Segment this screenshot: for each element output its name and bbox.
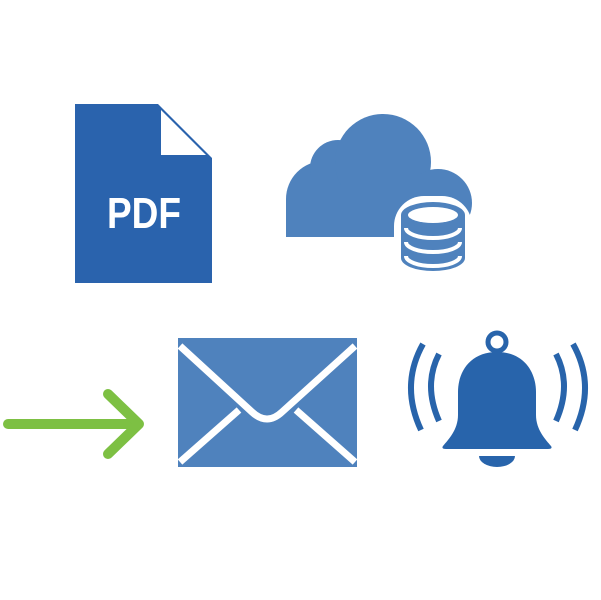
cloud-storage-icon bbox=[286, 114, 472, 278]
database-icon bbox=[394, 196, 472, 278]
bell-clapper bbox=[479, 456, 515, 467]
ringing-bell-icon bbox=[408, 330, 588, 467]
sound-waves-icon bbox=[408, 342, 588, 432]
pdf-document-icon: PDF bbox=[75, 104, 212, 283]
pdf-label: PDF bbox=[107, 189, 181, 238]
envelope-icon bbox=[177, 338, 358, 467]
arrow-right-icon bbox=[3, 389, 144, 459]
